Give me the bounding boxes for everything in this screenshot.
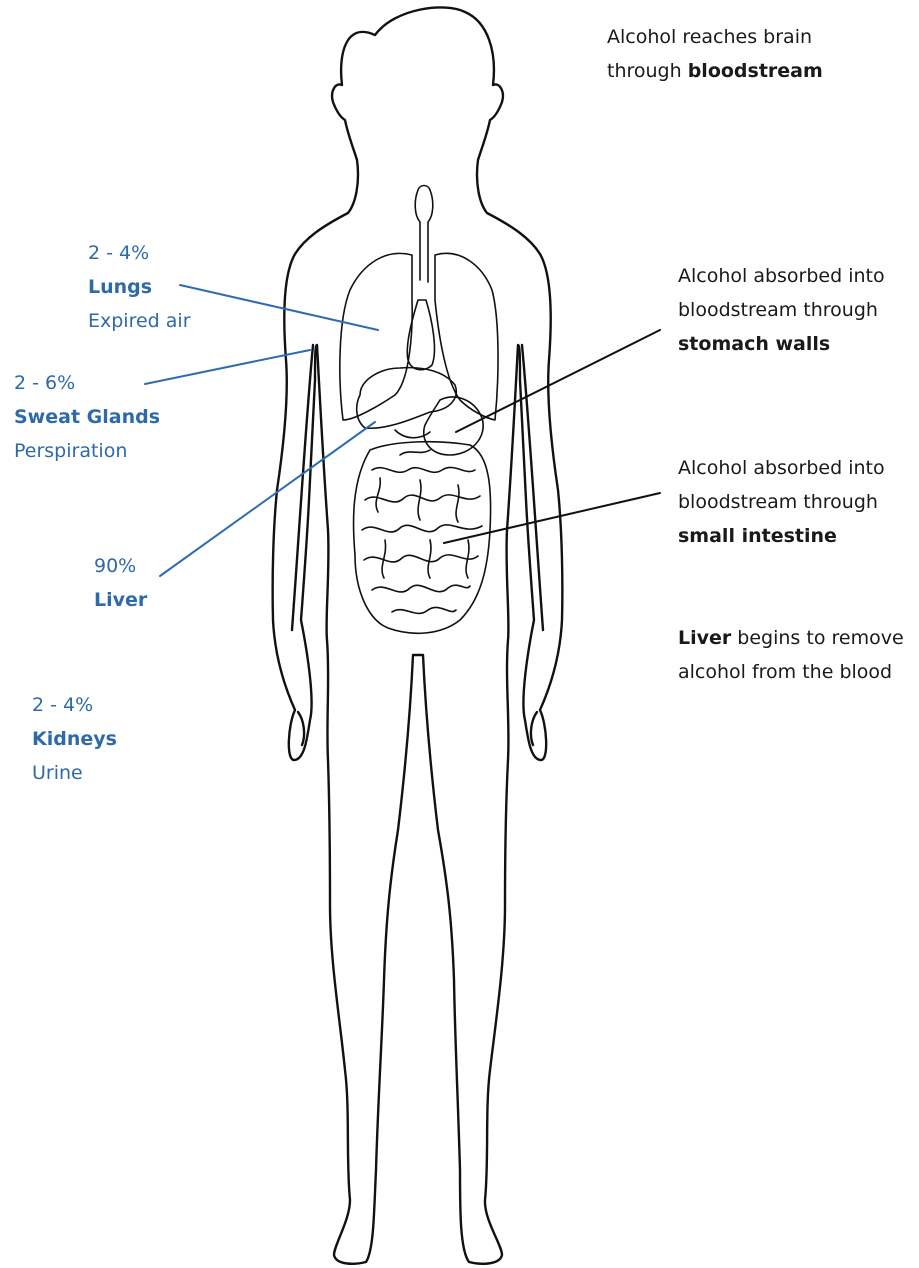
lungs-label: 2 - 4% Lungs Expired air	[88, 236, 191, 338]
liver-pointer-line	[160, 422, 375, 576]
stomach	[424, 397, 483, 455]
sweat-organ: Sweat Glands	[14, 400, 160, 434]
kidneys-label: 2 - 4% Kidneys Urine	[32, 688, 117, 790]
lungs-pointer-line	[180, 285, 378, 330]
stomach-line3: stomach walls	[678, 327, 885, 361]
liver-right-rest: begins to remove	[731, 627, 903, 649]
liver-right-label: Liver begins to remove alcohol from the …	[678, 621, 904, 689]
liver-left-label: 90% Liver	[94, 549, 147, 617]
brain-label: Alcohol reaches brain through bloodstrea…	[607, 20, 823, 88]
sweat-percent: 2 - 6%	[14, 366, 160, 400]
brain-line2-prefix: through	[607, 60, 688, 82]
intestine-label: Alcohol absorbed into bloodstream throug…	[678, 451, 885, 553]
stomach-pointer-line	[456, 330, 660, 432]
lungs-organ: Lungs	[88, 270, 191, 304]
lungs-percent: 2 - 4%	[88, 236, 191, 270]
sweat-route: Perspiration	[14, 434, 160, 468]
right-lung	[435, 253, 498, 420]
intestine-line1: Alcohol absorbed into	[678, 451, 885, 485]
liver-right-bold: Liver	[678, 627, 731, 649]
lungs-route: Expired air	[88, 304, 191, 338]
intestine-pointer-line	[444, 493, 660, 543]
stomach-line2: bloodstream through	[678, 293, 885, 327]
brain-line1: Alcohol reaches brain	[607, 20, 823, 54]
intestine-line3: small intestine	[678, 519, 885, 553]
liver-organ	[357, 368, 457, 429]
kidneys-route: Urine	[32, 756, 117, 790]
liver-right-line2: alcohol from the blood	[678, 655, 904, 689]
liver-organ: Liver	[94, 583, 147, 617]
organs	[340, 186, 498, 634]
liver-percent: 90%	[94, 549, 147, 583]
stomach-label: Alcohol absorbed into bloodstream throug…	[678, 259, 885, 361]
left-lung	[340, 253, 412, 420]
sweat-glands-label: 2 - 6% Sweat Glands Perspiration	[14, 366, 160, 468]
body-outline	[273, 7, 563, 1263]
brain-line2-bold: bloodstream	[688, 60, 823, 82]
kidneys-percent: 2 - 4%	[32, 688, 117, 722]
intestine-line2: bloodstream through	[678, 485, 885, 519]
stomach-line1: Alcohol absorbed into	[678, 259, 885, 293]
kidneys-organ: Kidneys	[32, 722, 117, 756]
